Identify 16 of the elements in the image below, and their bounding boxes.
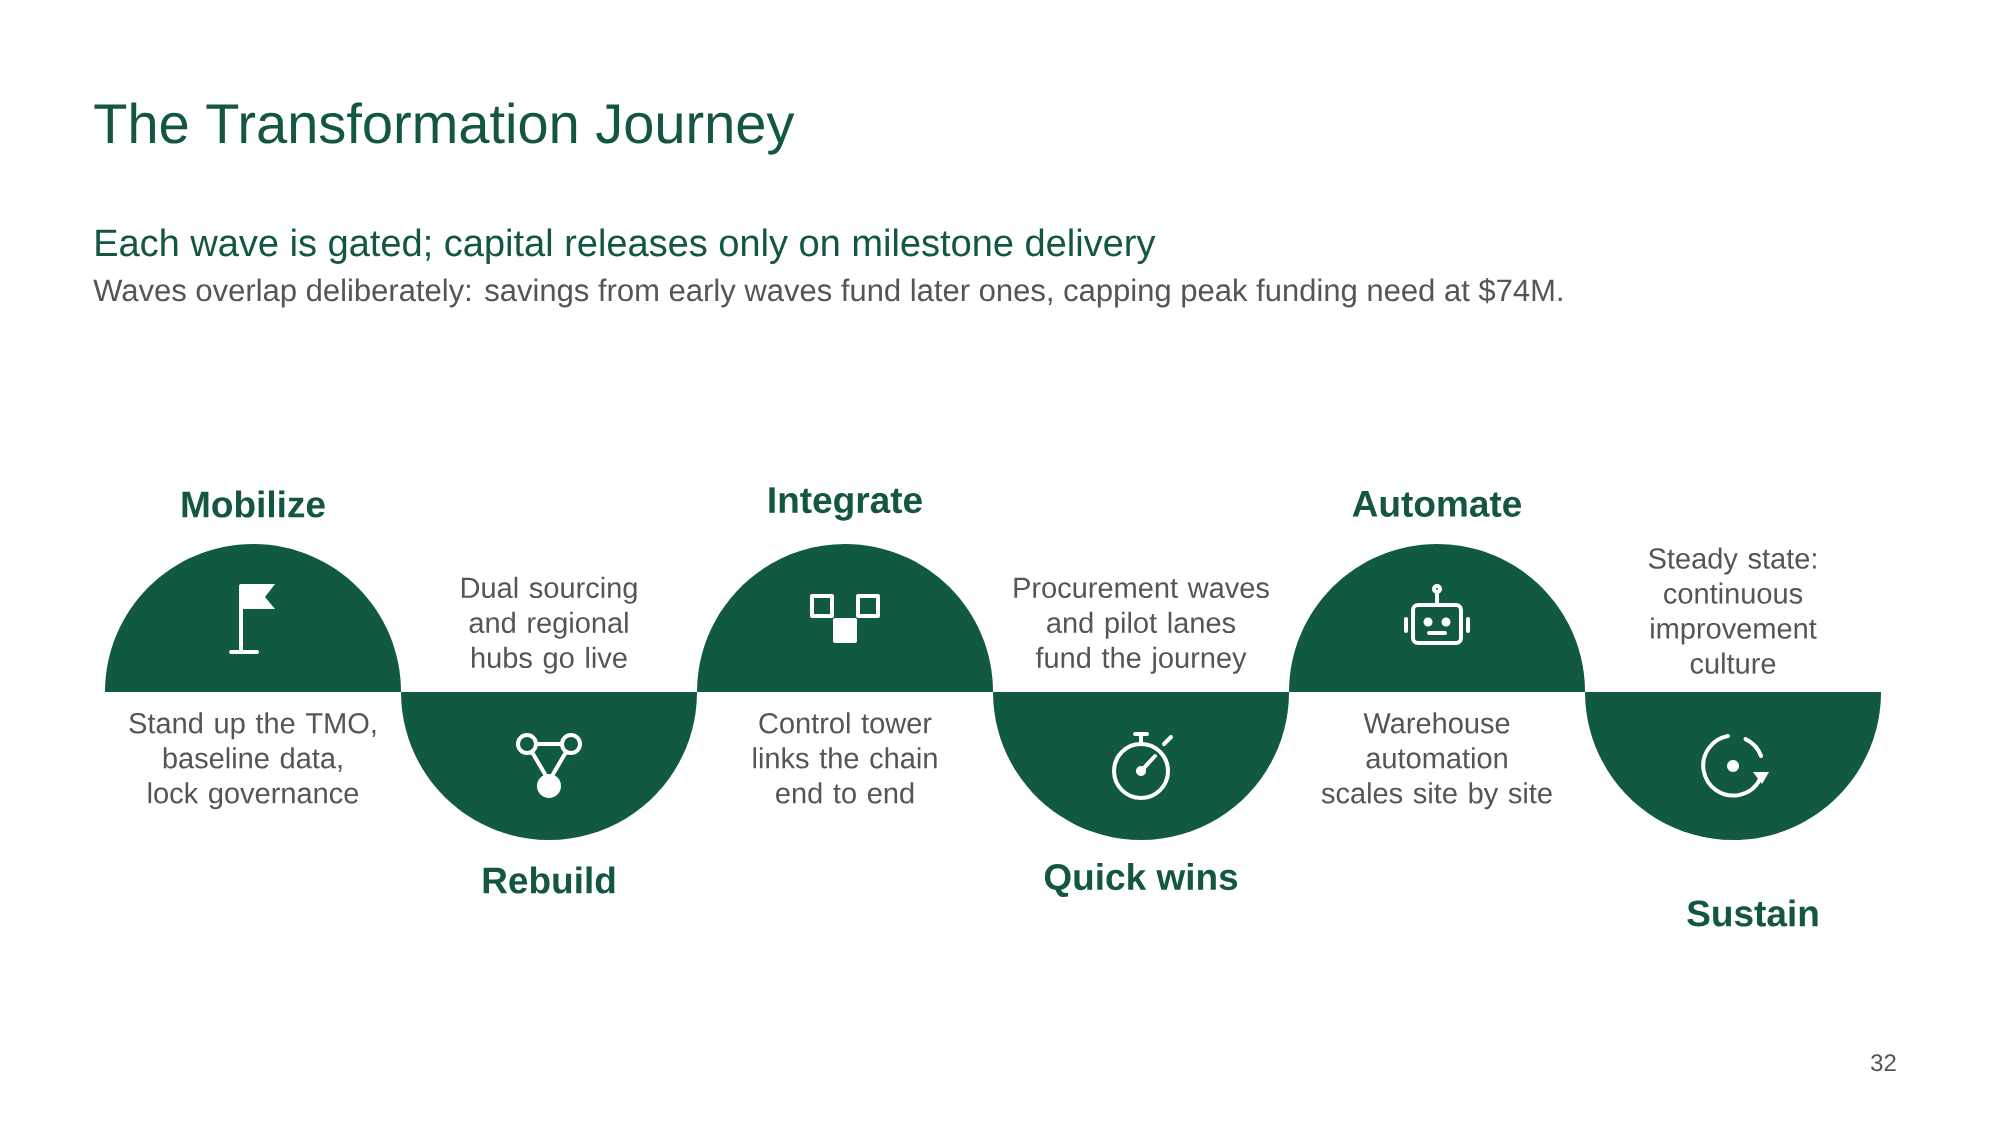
- stage-description: Dual sourcing and regional hubs go live: [461, 576, 637, 674]
- stage-heading: Mobilize: [182, 490, 325, 518]
- stage-heading: Automate: [1352, 491, 1522, 517]
- stage-description: Stand up the TMO, baseline data, lock governance: [129, 712, 376, 810]
- stage-description: Steady state: continuous improvement culture: [1648, 547, 1817, 674]
- stage-heading: Rebuild: [483, 866, 615, 894]
- stage-description: Procurement waves and pilot lanes fund the journey: [1014, 577, 1269, 674]
- stage-description: Control tower links the chain end to end: [753, 712, 937, 804]
- stage-heading: Quick wins: [1044, 862, 1238, 898]
- stage-heading: Sustain: [1687, 899, 1818, 927]
- stage-description: Warehouse automation scales site by site: [1321, 712, 1552, 810]
- note: Waves overlap deliberately: savings from early waves fund later ones, capping peak funding need at $74M.: [93, 278, 1562, 308]
- page-number: 32: [1871, 1054, 1896, 1072]
- title: The Transformation Journey: [94, 102, 795, 155]
- subtitle: Each wave is gated; capital releases only on milestone delivery: [96, 228, 1156, 264]
- stage-heading: Integrate: [769, 487, 922, 521]
